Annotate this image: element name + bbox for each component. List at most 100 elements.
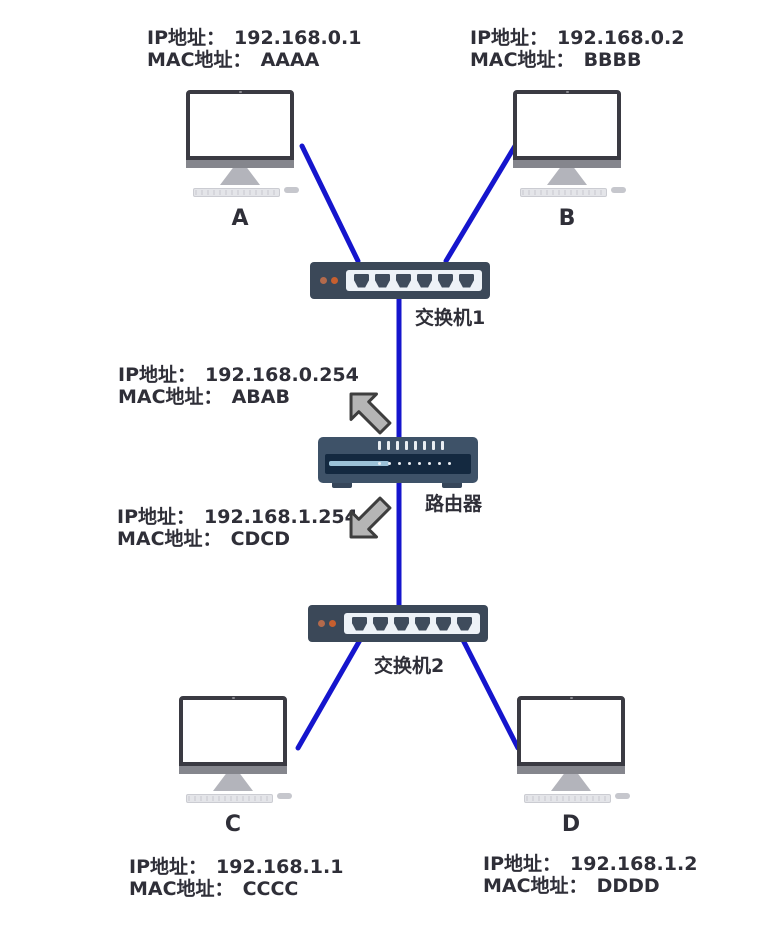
ip-row: IP地址： 192.168.0.1 — [147, 27, 361, 49]
camera-dot — [570, 697, 573, 699]
ethernet-port-icon — [373, 616, 388, 631]
ip-value: 192.168.1.254 — [204, 506, 358, 528]
mouse-icon — [284, 187, 299, 193]
mac-label: MAC地址： — [483, 875, 588, 897]
monitor-icon — [186, 90, 294, 160]
ip-label: IP地址： — [118, 364, 196, 386]
switch-1 — [310, 262, 490, 299]
host-a-info: IP地址： 192.168.0.1 MAC地址： AAAA — [147, 27, 361, 71]
switch-2 — [308, 605, 488, 642]
led-indicator — [318, 620, 325, 627]
mac-label: MAC地址： — [117, 528, 222, 550]
mac-row: MAC地址：ABAB — [118, 386, 359, 408]
mouse-icon — [277, 793, 292, 799]
ip-label: IP地址： — [470, 27, 548, 49]
camera-dot — [232, 697, 235, 699]
mac-value: DDDD — [596, 875, 660, 897]
router — [318, 437, 478, 488]
ip-value: 192.168.0.1 — [234, 27, 362, 49]
monitor-chin — [179, 766, 287, 774]
ip-label: IP地址： — [129, 856, 207, 878]
monitor-stand — [220, 168, 260, 185]
ip-value: 192.168.1.1 — [216, 856, 344, 878]
led-indicator — [331, 277, 338, 284]
switch1-label: 交换机1 — [415, 307, 486, 329]
router-foot — [442, 483, 462, 488]
host-a: A — [165, 90, 315, 231]
ethernet-port-icon — [417, 273, 432, 288]
mac-value: AAAA — [260, 49, 320, 71]
monitor-icon — [513, 90, 621, 160]
ethernet-port-icon — [375, 273, 390, 288]
router-if2-info: IP地址： 192.168.1.254 MAC地址： CDCD — [117, 506, 358, 550]
ip-row: IP地址： 192.168.0.254 — [118, 364, 359, 386]
ip-value: 192.168.1.2 — [570, 853, 698, 875]
monitor-stand — [551, 774, 591, 791]
link-a-switch1 — [299, 143, 361, 264]
ip-row: IP地址：192.168.0.2 — [470, 27, 684, 49]
link-switch2-d — [460, 637, 521, 751]
mac-label: MAC地址： — [470, 49, 575, 71]
ip-row: IP地址： 192.168.1.254 — [117, 506, 358, 528]
ip-label: IP地址： — [147, 27, 225, 49]
mac-value: ABAB — [231, 386, 290, 408]
ip-label: IP地址： — [483, 853, 561, 875]
mac-row: MAC地址： CDCD — [117, 528, 358, 550]
monitor-chin — [517, 766, 625, 774]
monitor-chin — [186, 160, 294, 168]
host-d: D — [496, 696, 646, 837]
host-label: A — [231, 206, 249, 231]
mouse-icon — [611, 187, 626, 193]
mac-row: MAC地址： BBBB — [470, 49, 684, 71]
host-label: C — [224, 812, 242, 837]
mac-label: MAC地址： — [147, 49, 252, 71]
keyboard-icon — [186, 794, 273, 803]
ip-value: 192.168.0.254 — [205, 364, 359, 386]
keyboard-icon — [524, 794, 611, 803]
led-indicator — [320, 277, 327, 284]
arrow-up-left-icon — [349, 392, 392, 435]
ethernet-port-icon — [457, 616, 472, 631]
monitor-icon — [179, 696, 287, 766]
mac-row: MAC地址： AAAA — [147, 49, 361, 71]
host-d-info: IP地址： 192.168.1.2 MAC地址： DDDD — [483, 853, 697, 897]
monitor-chin — [513, 160, 621, 168]
camera-dot — [566, 91, 569, 93]
led-indicator — [329, 620, 336, 627]
mouse-icon — [615, 793, 630, 799]
host-b: B — [492, 90, 642, 231]
ethernet-port-icon — [436, 616, 451, 631]
desk-row — [158, 793, 308, 804]
monitor-icon — [517, 696, 625, 766]
ip-row: IP地址： 192.168.1.2 — [483, 853, 697, 875]
router-foot — [332, 483, 352, 488]
mac-row: MAC地址：CCCC — [129, 878, 343, 900]
host-label: D — [561, 812, 581, 837]
link-switch2-c — [295, 637, 363, 751]
desk-row — [496, 793, 646, 804]
ethernet-port-icon — [352, 616, 367, 631]
ip-row: IP地址： 192.168.1.1 — [129, 856, 343, 878]
mac-value: CCCC — [242, 878, 299, 900]
port-panel — [344, 613, 480, 634]
keyboard-icon — [520, 188, 607, 197]
host-label: B — [558, 206, 576, 231]
ethernet-port-icon — [438, 273, 453, 288]
mac-row: MAC地址： DDDD — [483, 875, 697, 897]
ip-label: IP地址： — [117, 506, 195, 528]
router-display-bar — [329, 461, 389, 466]
desk-row — [165, 187, 315, 198]
host-b-info: IP地址：192.168.0.2 MAC地址： BBBB — [470, 27, 684, 71]
mac-value: BBBB — [583, 49, 642, 71]
host-c: C — [158, 696, 308, 837]
switch2-label: 交换机2 — [374, 655, 445, 677]
mac-value: CDCD — [230, 528, 290, 550]
keyboard-icon — [193, 188, 280, 197]
router-status-lights — [378, 462, 451, 465]
host-c-info: IP地址： 192.168.1.1 MAC地址：CCCC — [129, 856, 343, 900]
ethernet-port-icon — [354, 273, 369, 288]
camera-dot — [239, 91, 242, 93]
router-if1-info: IP地址： 192.168.0.254 MAC地址：ABAB — [118, 364, 359, 408]
